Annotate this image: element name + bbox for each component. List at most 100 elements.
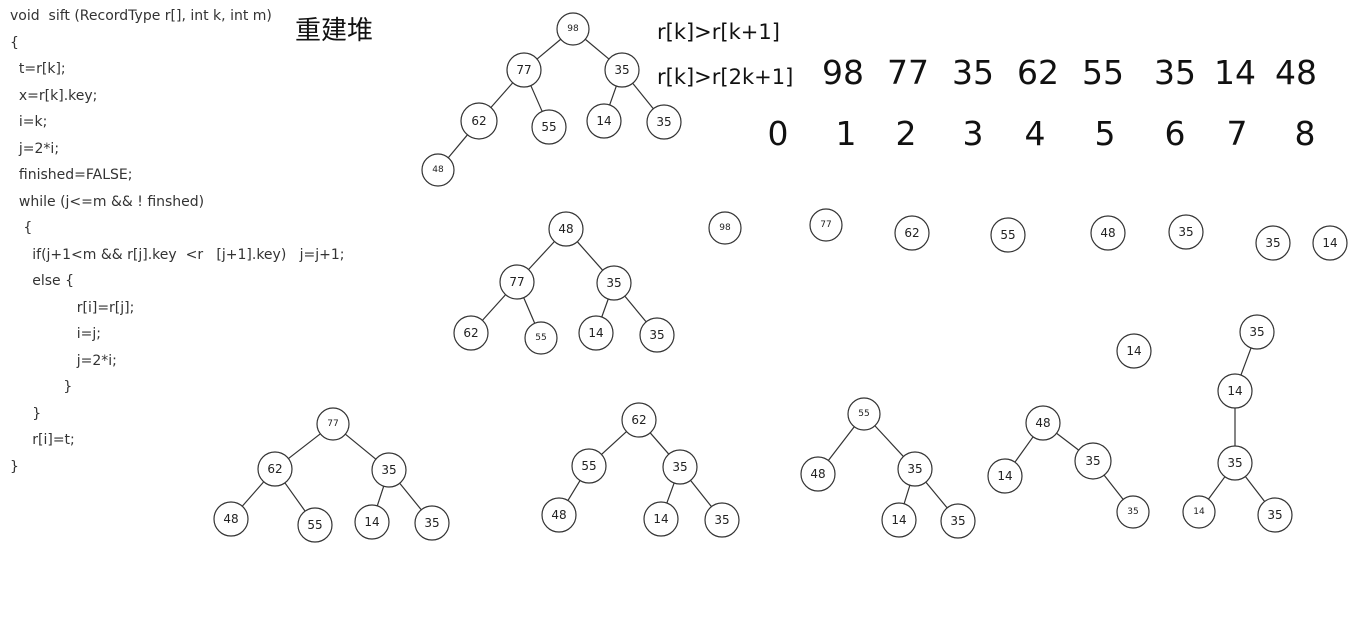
heap-node-label: 62: [267, 462, 282, 476]
array-index: 4: [1024, 114, 1046, 153]
heap-node-label: 35: [1227, 456, 1242, 470]
array-index: 2: [895, 114, 917, 153]
heap-node-label: 35: [614, 63, 629, 77]
tree-edge: [666, 482, 675, 504]
heap-node-label: 35: [656, 115, 671, 129]
heap-node: 35: [940, 503, 976, 539]
tree-edge: [624, 295, 647, 323]
code-line: finished=FALSE;: [10, 167, 133, 183]
heap-node: 55: [531, 109, 567, 145]
code-line: j=2*i;: [10, 140, 60, 157]
tree-edge: [376, 485, 385, 507]
tree-edge: [567, 480, 581, 501]
heap-node-label: 35: [1085, 454, 1100, 468]
heap-node: 62: [894, 215, 930, 251]
heap-node-label: 14: [997, 469, 1012, 483]
tree-edge: [903, 485, 911, 504]
heap-node-label: 55: [1000, 228, 1015, 242]
heap-node: 48: [548, 211, 584, 247]
heap-node: 62: [257, 451, 293, 487]
heap-node-label: 48: [432, 165, 444, 175]
tree-edge: [1244, 476, 1266, 502]
code-line: r[i]=r[j];: [10, 299, 135, 316]
array-value: 98: [822, 53, 864, 92]
heap-node: 35: [1239, 314, 1275, 350]
condition-2: r[k]>r[2k+1]: [657, 65, 794, 89]
tree-edge: [241, 481, 265, 507]
array-index: 0: [767, 114, 789, 153]
array-value: 35: [1154, 53, 1196, 92]
heap-node-label: 35: [381, 463, 396, 477]
heap-node-label: 77: [820, 220, 831, 230]
array-index: 5: [1094, 114, 1116, 153]
heap-node-label: 35: [714, 513, 729, 527]
heap-node-label: 35: [1267, 508, 1282, 522]
heap-node: 35: [1074, 442, 1112, 480]
heap-node: 77: [506, 52, 542, 88]
heap-node-label: 48: [1100, 226, 1115, 240]
heap-node-label: 62: [471, 114, 486, 128]
heap-node: 14: [354, 504, 390, 540]
heap-node: 48: [213, 501, 249, 537]
heap-node-label: 35: [1178, 225, 1193, 239]
heap-node: 55: [990, 217, 1026, 253]
heap-node: 35: [646, 104, 682, 140]
heap-node: 35: [1257, 497, 1293, 533]
heap-node-label: 55: [541, 120, 556, 134]
code-line: i=k;: [10, 114, 48, 130]
heap-node: 48: [800, 456, 836, 492]
heap-node-label: 14: [588, 326, 603, 340]
heap-node: 14: [1217, 373, 1253, 409]
heap-node-label: 48: [558, 222, 573, 236]
heap-node-label: 35: [1249, 325, 1264, 339]
code-line: while (j<=m && ! finshed): [10, 193, 205, 210]
tree-edge: [536, 38, 562, 60]
heap-node-label: 35: [1265, 236, 1280, 250]
tree-edge: [827, 426, 855, 461]
tree-edge: [584, 38, 610, 60]
tree-edge: [490, 82, 514, 108]
tree-edge: [576, 241, 604, 271]
tree-edge: [1056, 432, 1080, 451]
heap-node-label: 55: [581, 459, 596, 473]
heap-node-label: 48: [1035, 416, 1050, 430]
code-line: j=2*i;: [10, 352, 117, 369]
heap-node: 55: [847, 397, 881, 431]
heap-node-label: 77: [509, 275, 524, 289]
array-index: 8: [1294, 114, 1316, 153]
code-line: }: [10, 458, 19, 475]
code-line: x=r[k].key;: [10, 87, 98, 104]
tree-edge: [1207, 476, 1226, 500]
array-index: 3: [962, 114, 984, 153]
tree-edge: [1014, 436, 1034, 463]
heap-node-label: 48: [223, 512, 238, 526]
heap-node-label: 48: [551, 508, 566, 522]
tree-edge: [530, 85, 543, 112]
heap-node-label: 14: [1126, 344, 1141, 358]
heap-node-label: 77: [516, 63, 531, 77]
tree-edge: [690, 479, 712, 508]
heap-node-label: 14: [653, 512, 668, 526]
heap-node: 62: [453, 315, 489, 351]
heap-node: 35: [897, 451, 933, 487]
heap-node-label: 35: [424, 516, 439, 530]
heap-node-label: 62: [463, 326, 478, 340]
tree-edge: [447, 134, 468, 159]
heap-node-label: 55: [858, 409, 869, 419]
heap-node: 35: [662, 449, 698, 485]
tree-edge: [925, 481, 948, 509]
tree-edge: [481, 294, 507, 321]
heap-node-label: 35: [950, 514, 965, 528]
tree-edge: [1240, 347, 1252, 376]
tree-edge: [632, 82, 654, 110]
heap-node: 35: [1217, 445, 1253, 481]
code-line: r[i]=t;: [10, 432, 75, 448]
condition-1: r[k]>r[k+1]: [657, 20, 780, 44]
heap-node: 35: [704, 502, 740, 538]
heap-node: 98: [556, 12, 590, 46]
tree-edge: [284, 482, 306, 512]
heap-node: 14: [987, 458, 1023, 494]
tree-edge: [874, 425, 904, 457]
heap-node-label: 35: [1127, 507, 1138, 517]
